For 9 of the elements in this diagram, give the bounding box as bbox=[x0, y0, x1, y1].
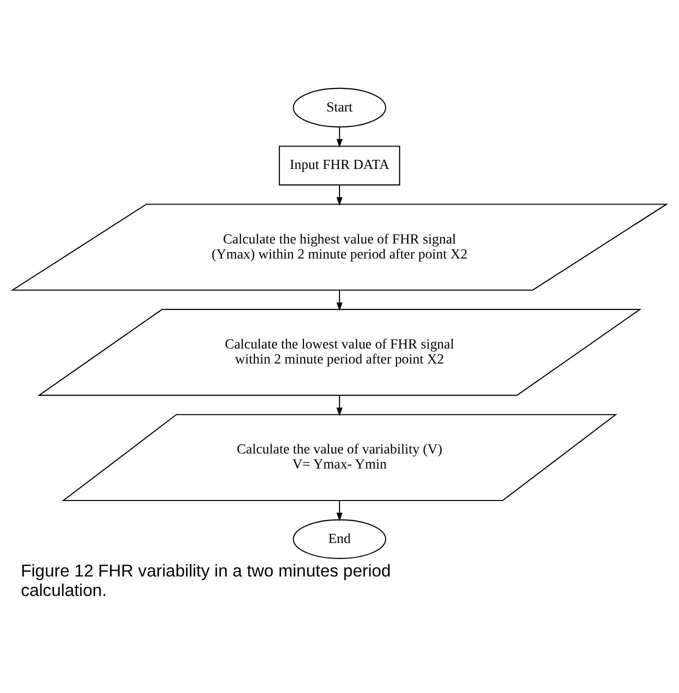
node-ellipse: End bbox=[292, 518, 386, 559]
node-box: Input FHR DATA bbox=[278, 145, 400, 185]
arrow bbox=[336, 184, 343, 206]
arrow bbox=[336, 500, 343, 521]
arrow bbox=[336, 126, 343, 148]
arrow bbox=[336, 394, 343, 416]
node-ellipse: Start bbox=[292, 87, 386, 127]
caption: Figure 12 FHR variability in a two minutes period calculation. bbox=[20, 560, 391, 600]
arrow bbox=[336, 290, 343, 311]
